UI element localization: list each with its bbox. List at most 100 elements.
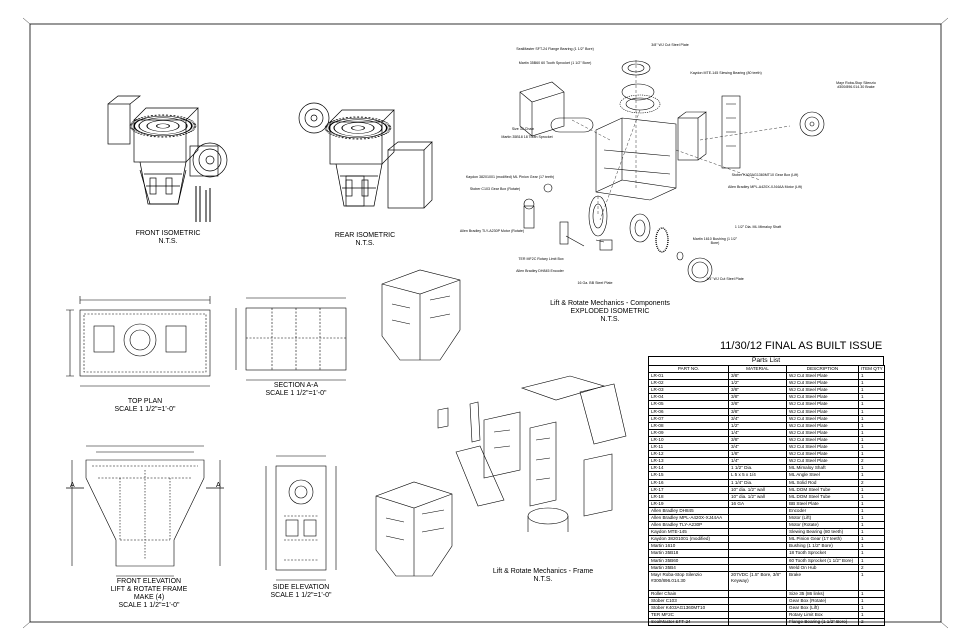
description-cell: WJ Cut Steel Plate: [786, 457, 859, 466]
qty-cell: 1: [858, 485, 885, 494]
description-cell: Rotary Limit Box: [786, 610, 859, 620]
qty-cell: 2: [858, 618, 885, 627]
description-cell: Slewing Bearing (80 teeth): [786, 528, 859, 537]
callout-encoder: Allen Bradley DH845 Encoder: [516, 269, 564, 273]
part-no-cell: LR-14: [648, 464, 729, 473]
material-cell: 10" dia. 1/2" wall: [728, 492, 787, 501]
description-cell: ML Pinion Gear (17 teeth): [786, 535, 859, 544]
callout-lr-plate: 3/8" WJ Cut Steel Plate: [651, 43, 689, 47]
material-cell: 3/8": [728, 372, 787, 381]
qty-cell: 1: [858, 450, 885, 459]
qty-cell: 1: [858, 464, 885, 473]
callout-shaft: 1 1/2" Dia. ML Mimaloy Shaft: [734, 225, 782, 229]
part-no-cell: Kaydon 38201001 (modified): [648, 535, 729, 544]
callout-bb-plate: 16 Ga. BB Steel Plate: [577, 281, 613, 285]
callout-gearbox-rotate: Stober C103 Gear Box (Rotate): [469, 187, 521, 191]
callout-limit-box: TER MF2C Rotary Limit Box: [518, 257, 564, 261]
col-item-qty: ITEM QTY: [858, 364, 885, 374]
part-no-cell: LR-01: [648, 372, 729, 381]
part-no-cell: Mayr Roba-Stop Silenzio #300/896.014.30: [648, 570, 729, 591]
qty-cell: 1: [858, 435, 885, 445]
material-cell: 1/2": [728, 379, 787, 388]
material-cell: 1 1/4" Dia.: [728, 478, 787, 487]
description-cell: WJ Cut Steel Plate: [786, 421, 859, 430]
part-no-cell: LR-15: [648, 471, 729, 480]
qty-cell: 1: [858, 421, 885, 430]
qty-cell: 1: [858, 492, 885, 501]
part-no-cell: LR-07: [648, 414, 729, 423]
material-cell: 3/8": [728, 407, 787, 416]
front-elevation-view: [66, 445, 224, 577]
part-no-cell: LR-09: [648, 428, 729, 437]
material-cell: [728, 506, 787, 515]
frame-views: [375, 269, 627, 577]
part-no-cell: LR-17: [648, 485, 729, 494]
qty-cell: 1: [858, 556, 885, 565]
qty-cell: 1: [858, 513, 885, 523]
description-cell: WJ Cut Steel Plate: [786, 435, 859, 445]
qty-cell: 1: [858, 596, 885, 605]
part-no-cell: LR-08: [648, 421, 729, 430]
qty-cell: 1: [858, 589, 885, 598]
qty-cell: 1: [858, 386, 885, 395]
section-mark-left: A: [70, 482, 75, 489]
callout-pinion-gear: Kaydon 38201001 (modified) ML Pinion Gea…: [465, 175, 555, 179]
qty-cell: 1: [858, 372, 885, 381]
table-row: Kaydon 38201001 (modified) ML Pinion Gear…: [648, 535, 885, 544]
front-isometric-view: [107, 95, 228, 222]
callout-18t-sprocket: Martin 35B18 18 Tooth Sprocket: [501, 135, 553, 139]
description-cell: Gear Box (Rotate): [786, 596, 859, 605]
material-cell: [728, 589, 787, 598]
description-cell: WJ Cut Steel Plate: [786, 393, 859, 402]
qty-cell: 1: [858, 400, 885, 409]
part-no-cell: LR-16: [648, 478, 729, 487]
part-no-cell: LR-02: [648, 379, 729, 388]
part-no-cell: Stober K403AG1360MT10: [648, 603, 729, 613]
description-cell: Encoder: [786, 506, 859, 515]
description-cell: Motor (Lift): [786, 513, 859, 523]
qty-cell: 1: [858, 407, 885, 416]
qty-cell: 2: [858, 478, 885, 487]
description-cell: WJ Cut Steel Plate: [786, 386, 859, 395]
part-no-cell: LR-05: [648, 400, 729, 409]
material-cell: 3/4": [728, 414, 787, 423]
part-no-cell: Martin 35B60: [648, 556, 729, 565]
col-description: DESCRIPTION: [786, 364, 859, 374]
qty-cell: 1: [858, 499, 885, 508]
callout-chain: Size 35 Chain: [511, 127, 535, 131]
description-cell: BB Steel Plate: [786, 499, 859, 508]
callout-quarter-plate: 1/4" WJ Cut Steel Plate: [706, 277, 744, 281]
qty-cell: 1: [858, 535, 885, 544]
qty-cell: 1: [858, 542, 885, 551]
description-cell: WJ Cut Steel Plate: [786, 414, 859, 423]
description-cell: ML Mimaloy Shaft: [786, 464, 859, 473]
material-cell: 3/4": [728, 443, 787, 452]
callout-bushing: Martin 1610 Bushing (1 1/2" Bore): [692, 237, 738, 245]
part-no-cell: Martin 35B4: [648, 563, 729, 572]
qty-cell: 2: [858, 457, 885, 466]
issue-title: 11/30/12 FINAL AS BUILT ISSUE: [720, 340, 883, 352]
part-no-cell: LR-06: [648, 407, 729, 416]
material-cell: 207VDC (1.5" Bore, 3/8" Keyway): [728, 570, 787, 591]
part-no-cell: LR-11: [648, 443, 729, 452]
qty-cell: 1: [858, 471, 885, 480]
